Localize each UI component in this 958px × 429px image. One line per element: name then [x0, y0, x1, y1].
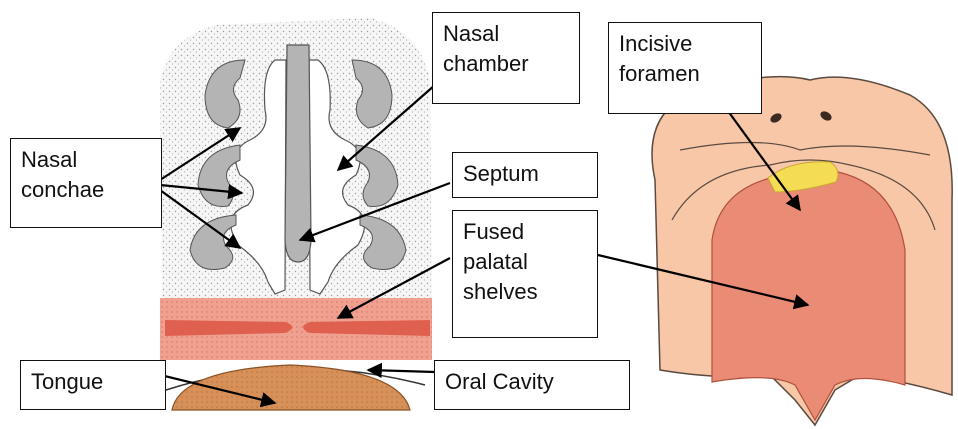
- label-oral-cavity: Oral Cavity: [434, 360, 630, 410]
- label-line: Nasal: [443, 19, 569, 49]
- label-line: shelves: [463, 277, 587, 307]
- label-septum: Septum: [452, 152, 598, 198]
- label-line: Tongue: [31, 367, 155, 397]
- label-line: Incisive: [619, 29, 751, 59]
- coronal-section: [160, 18, 432, 410]
- palate-view: [652, 77, 952, 425]
- label-line: conchae: [21, 175, 151, 205]
- label-line: Oral Cavity: [445, 367, 619, 397]
- label-tongue: Tongue: [20, 360, 166, 410]
- label-line: Nasal: [21, 145, 151, 175]
- label-nasal-conchae: Nasal conchae: [10, 138, 162, 228]
- label-incisive-foramen: Incisive foramen: [608, 22, 762, 114]
- palate-surface: [712, 172, 905, 420]
- label-line: chamber: [443, 49, 569, 79]
- label-fused-palatal-shelves: Fused palatal shelves: [452, 210, 598, 338]
- arrow-oral-cavity: [368, 370, 435, 372]
- label-nasal-chamber: Nasal chamber: [432, 12, 580, 104]
- label-line: palatal: [463, 247, 587, 277]
- nasal-septum: [285, 45, 311, 262]
- label-line: Fused: [463, 217, 587, 247]
- label-line: Septum: [463, 159, 587, 189]
- label-line: foramen: [619, 59, 751, 89]
